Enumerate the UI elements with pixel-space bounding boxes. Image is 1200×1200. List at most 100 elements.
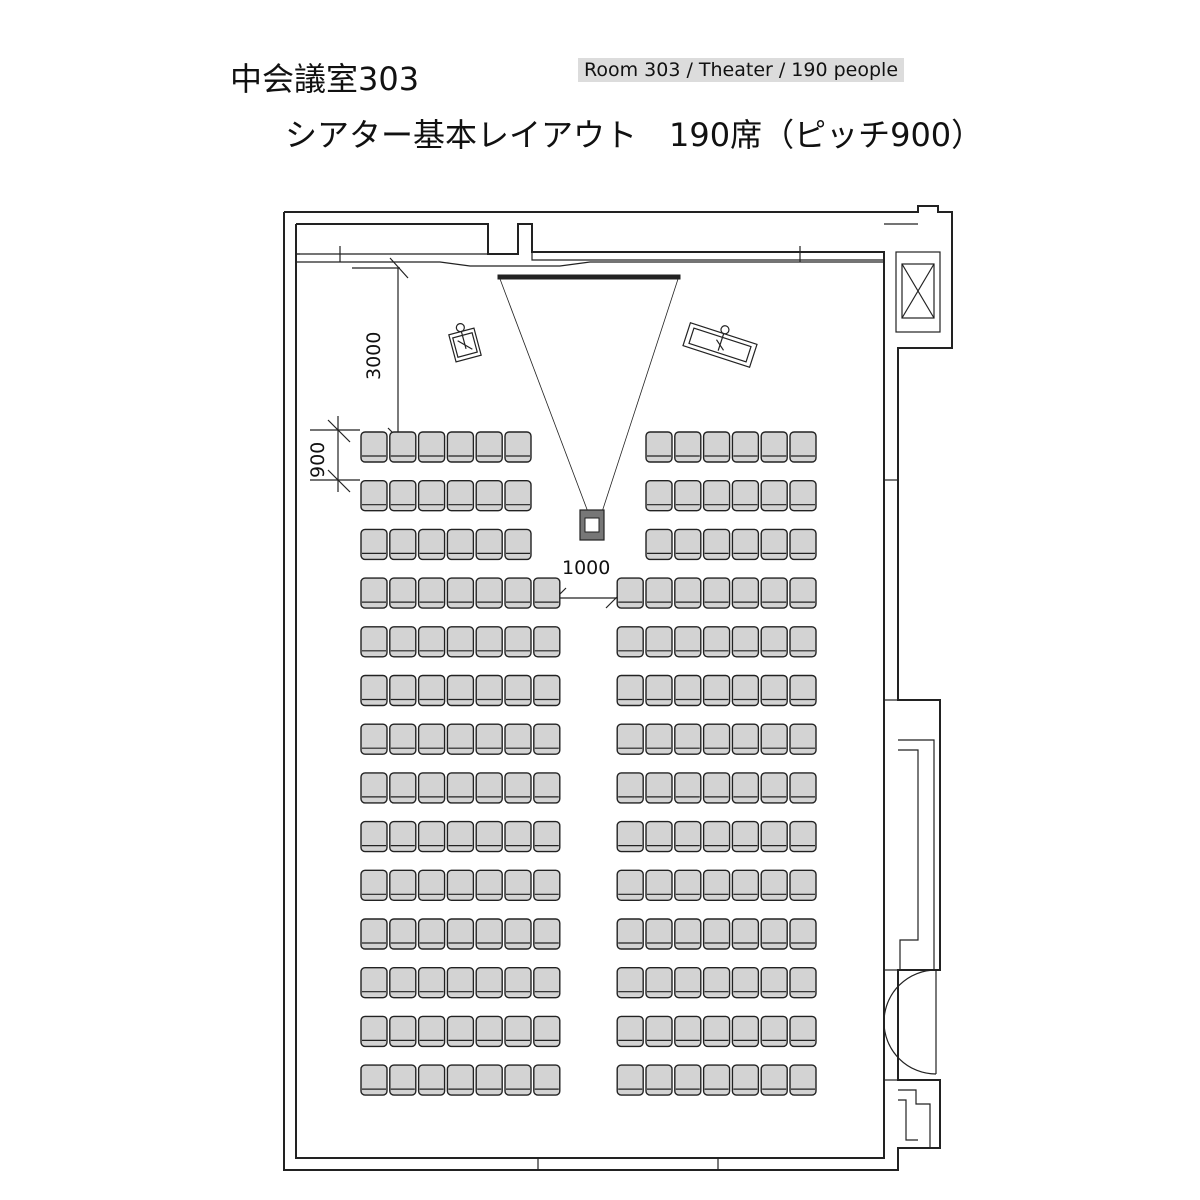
podium-right-icon bbox=[682, 322, 758, 368]
seat-right-r14-s7 bbox=[789, 1064, 817, 1096]
room-walls bbox=[283, 205, 953, 1171]
seat-left-r2-s5 bbox=[475, 480, 503, 512]
seat-right-r7-s3 bbox=[674, 723, 702, 755]
seat-left-r10-s1 bbox=[360, 869, 388, 901]
seat-right-r12-s5 bbox=[731, 967, 760, 999]
seat-left-r11-s7 bbox=[533, 918, 561, 950]
seat-left-r2-s1 bbox=[360, 480, 388, 512]
seat-right-r11-s6 bbox=[760, 918, 788, 950]
seat-left-r10-s3 bbox=[417, 869, 446, 901]
seat-left-r14-s4 bbox=[446, 1064, 475, 1096]
seat-right-r8-s2 bbox=[645, 772, 673, 804]
seat-left-r11-s6 bbox=[504, 918, 532, 950]
seat-right-r7-s7 bbox=[789, 723, 817, 755]
seat-left-r12-s6 bbox=[504, 967, 532, 999]
seat-right-r2-s1 bbox=[645, 480, 673, 512]
seat-right-r8-s7 bbox=[789, 772, 817, 804]
seat-right-r11-s2 bbox=[645, 918, 673, 950]
seat-right-r13-s5 bbox=[731, 1015, 760, 1048]
seat-left-r13-s3 bbox=[417, 1015, 446, 1048]
seat-left-r7-s6 bbox=[504, 723, 532, 755]
seat-right-r7-s1 bbox=[616, 723, 644, 755]
seat-left-r1-s4 bbox=[446, 431, 475, 463]
seat-left-r4-s3 bbox=[417, 577, 446, 609]
seat-right-r10-s3 bbox=[674, 869, 702, 901]
seat-right-r9-s1 bbox=[616, 820, 644, 853]
seat-left-r5-s4 bbox=[446, 626, 475, 658]
seat-left-r6-s7 bbox=[533, 674, 561, 707]
seat-right-r14-s4 bbox=[702, 1064, 731, 1096]
seat-right-r10-s1 bbox=[616, 869, 644, 901]
seat-right-r9-s7 bbox=[789, 820, 817, 853]
seat-right-r1-s6 bbox=[789, 431, 817, 463]
seat-right-r9-s4 bbox=[702, 820, 731, 853]
dimension-3000-label: 3000 bbox=[363, 332, 385, 380]
seat-right-r6-s7 bbox=[789, 674, 817, 707]
seat-left-r7-s5 bbox=[475, 723, 503, 755]
seat-right-r9-s3 bbox=[674, 820, 702, 853]
seat-right-r2-s5 bbox=[760, 480, 788, 512]
seat-left-r5-s5 bbox=[475, 626, 503, 658]
seat-left-r6-s2 bbox=[389, 674, 417, 707]
seat-right-r4-s1 bbox=[616, 577, 644, 609]
seat-right-r12-s6 bbox=[760, 967, 788, 999]
seat-right-r1-s1 bbox=[645, 431, 673, 463]
seat-right-r4-s5 bbox=[731, 577, 760, 609]
podium-left-icon bbox=[448, 323, 482, 363]
seat-left-r8-s6 bbox=[504, 772, 532, 804]
seat-left-r9-s2 bbox=[389, 820, 417, 853]
seat-right-r2-s6 bbox=[789, 480, 817, 512]
seat-left-r2-s2 bbox=[389, 480, 417, 512]
seat-right-r4-s7 bbox=[789, 577, 817, 609]
seat-left-r3-s3 bbox=[417, 528, 446, 561]
seat-left-r7-s2 bbox=[389, 723, 417, 755]
seat-left-r5-s6 bbox=[504, 626, 532, 658]
seat-right-r9-s5 bbox=[731, 820, 760, 853]
seat-left-r5-s2 bbox=[389, 626, 417, 658]
seat-left-r1-s6 bbox=[504, 431, 532, 463]
seat-right-r7-s6 bbox=[760, 723, 788, 755]
seat-left-r4-s1 bbox=[360, 577, 388, 609]
seat-left-r9-s1 bbox=[360, 820, 388, 853]
seat-right-r12-s2 bbox=[645, 967, 673, 999]
seat-right-r8-s4 bbox=[702, 772, 731, 804]
seat-left-r9-s7 bbox=[533, 820, 561, 853]
seat-right-r2-s2 bbox=[674, 480, 702, 512]
seat-left-r9-s4 bbox=[446, 820, 475, 853]
seat-left-r3-s4 bbox=[446, 528, 475, 561]
seat-right-r13-s7 bbox=[789, 1015, 817, 1048]
seat-right-r7-s5 bbox=[731, 723, 760, 755]
seat-left-r2-s6 bbox=[504, 480, 532, 512]
seat-left-r6-s6 bbox=[504, 674, 532, 707]
seat-right-r14-s5 bbox=[731, 1064, 760, 1096]
seat-right-r10-s6 bbox=[760, 869, 788, 901]
seat-left-r5-s1 bbox=[360, 626, 388, 658]
seat-right-r6-s3 bbox=[674, 674, 702, 707]
seat-left-r6-s3 bbox=[417, 674, 446, 707]
seat-right-r9-s6 bbox=[760, 820, 788, 853]
seat-left-r14-s2 bbox=[389, 1064, 417, 1096]
seat-right-r4-s6 bbox=[760, 577, 788, 609]
seat-left-r4-s4 bbox=[446, 577, 475, 609]
seat-left-r6-s1 bbox=[360, 674, 388, 707]
seat-left-r14-s6 bbox=[504, 1064, 532, 1096]
seat-left-r8-s1 bbox=[360, 772, 388, 804]
seat-left-r10-s6 bbox=[504, 869, 532, 901]
seat-left-r12-s7 bbox=[533, 967, 561, 999]
seat-left-r7-s7 bbox=[533, 723, 561, 755]
projection-screen bbox=[497, 274, 681, 513]
seat-left-r4-s6 bbox=[504, 577, 532, 609]
seat-left-r11-s4 bbox=[446, 918, 475, 950]
seat-left-r4-s5 bbox=[475, 577, 503, 609]
seat-left-r13-s7 bbox=[533, 1015, 561, 1048]
seat-right-r1-s4 bbox=[731, 431, 760, 463]
seat-right-r14-s1 bbox=[616, 1064, 644, 1096]
seat-left-r10-s5 bbox=[475, 869, 503, 901]
projector-icon bbox=[579, 509, 605, 541]
seat-left-r1-s5 bbox=[475, 431, 503, 463]
seat-left-r11-s1 bbox=[360, 918, 388, 950]
seat-right-r8-s6 bbox=[760, 772, 788, 804]
seat-left-r10-s7 bbox=[533, 869, 561, 901]
seat-right-r11-s3 bbox=[674, 918, 702, 950]
seat-right-r6-s4 bbox=[702, 674, 731, 707]
